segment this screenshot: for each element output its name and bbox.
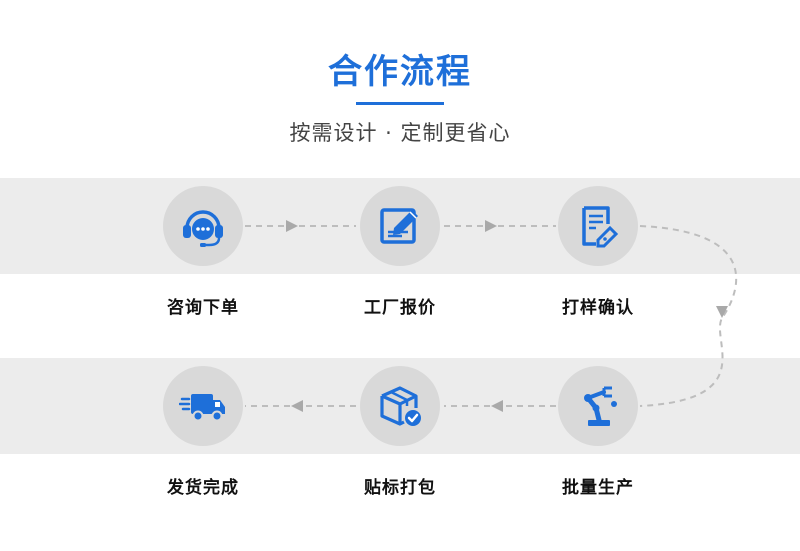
sample-form-icon: [582, 206, 619, 248]
step-label: 工厂报价: [364, 298, 436, 318]
delivery-truck-icon: [179, 394, 225, 422]
package-box-icon: [380, 386, 421, 426]
edit-document-icon: [380, 208, 418, 244]
step-icon-circle: [558, 366, 638, 446]
customer-service-headset-icon: [183, 210, 223, 247]
step-icon-circle: [163, 186, 243, 266]
step-shipping-complete: 发货完成: [123, 366, 283, 516]
title-underline: [356, 102, 444, 105]
step-label: 打样确认: [562, 298, 634, 318]
page-subtitle: 按需设计 · 定制更省心: [289, 121, 511, 145]
arrow-right-icon: [485, 220, 497, 232]
connector-3-4: [639, 225, 738, 407]
step-label: 贴标打包: [364, 478, 436, 498]
step-icon-circle: [360, 186, 440, 266]
step-sample-confirm: 打样确认: [518, 186, 678, 336]
step-label: 咨询下单: [167, 298, 239, 318]
robot-arm-icon: [584, 386, 617, 426]
arrow-down-icon: [716, 306, 728, 318]
step-label: 发货完成: [167, 478, 239, 498]
arrow-right-icon: [286, 220, 298, 232]
step-mass-production: 批量生产: [518, 366, 678, 516]
step-icon-circle: [163, 366, 243, 446]
step-factory-quote: 工厂报价: [320, 186, 480, 336]
arrow-left-icon: [291, 400, 303, 412]
step-label: 批量生产: [562, 478, 634, 498]
step-icon-circle: [558, 186, 638, 266]
step-consult-order: 咨询下单: [123, 186, 283, 336]
page-title: 合作流程: [328, 52, 472, 92]
step-label-packing: 贴标打包: [320, 366, 480, 516]
arrow-left-icon: [491, 400, 503, 412]
step-icon-circle: [360, 366, 440, 446]
